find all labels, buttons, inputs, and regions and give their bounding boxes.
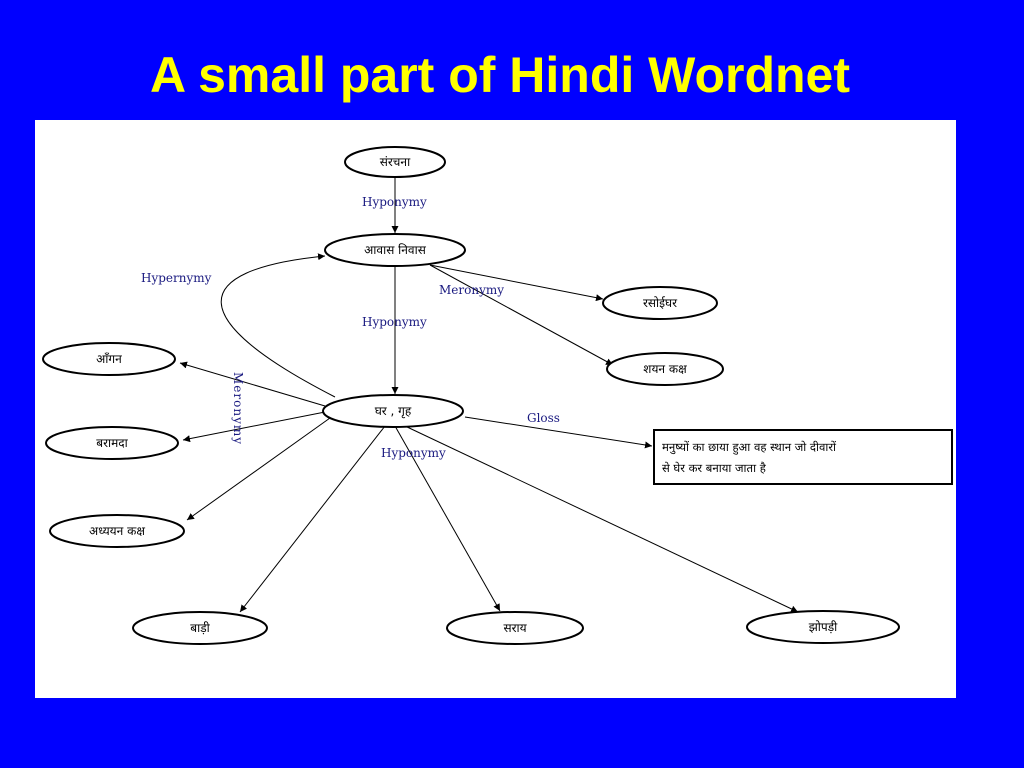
node-sarai: सराय — [446, 611, 584, 645]
node-rachna-label: संरचना — [380, 155, 411, 169]
node-rasoighar-label: रसोईघर — [643, 296, 678, 310]
node-shayan-label: शयन कक्ष — [643, 362, 687, 376]
slide-title: A small part of Hindi Wordnet — [149, 47, 851, 103]
gloss-line-2: से घेर कर बनाया जाता है — [662, 461, 767, 475]
wordnet-figure: Hyponymy Hyponymy Hypernymy Meronymy Mer… — [35, 120, 956, 698]
edge-ghar-jhopdi — [404, 425, 799, 613]
node-baramda: बरामदा — [45, 426, 179, 460]
node-jhopdi: झोपड़ी — [746, 610, 900, 644]
node-adhyayan: अध्ययन कक्ष — [49, 514, 185, 548]
node-awas-label: आवास निवास — [364, 243, 427, 257]
edge-ghar-baadi — [239, 425, 386, 613]
label-hypernymy: Hypernymy — [141, 271, 212, 285]
node-jhopdi-label: झोपड़ी — [809, 620, 838, 634]
node-ghar-label: घर , गृह — [375, 404, 412, 419]
node-awas: आवास निवास — [324, 233, 466, 267]
label-gloss: Gloss — [527, 411, 560, 425]
node-baadi: बाड़ी — [132, 611, 268, 645]
edge-ghar-sarai — [394, 425, 501, 612]
node-aangan-label: आँगन — [96, 352, 122, 366]
node-baramda-label: बरामदा — [96, 436, 128, 450]
node-ghar: घर , गृह — [322, 394, 464, 428]
node-adhyayan-label: अध्ययन कक्ष — [89, 524, 145, 538]
label-meronymy-left: Meronymy — [231, 372, 245, 445]
gloss-box: मनुष्यों का छाया हुआ वह स्थान जो दीवारों… — [653, 429, 953, 485]
node-rasoighar: रसोईघर — [602, 286, 718, 320]
node-baadi-label: बाड़ी — [190, 621, 210, 635]
node-aangan: आँगन — [42, 342, 176, 376]
edge-ghar-adhyayan — [186, 417, 331, 521]
edge-ghar-baramda — [182, 411, 326, 443]
label-hyponymy-bottom: Hyponymy — [381, 446, 446, 460]
edge-awas-shayan — [429, 264, 614, 366]
wordnet-diagram: Hyponymy Hyponymy Hypernymy Meronymy Mer… — [42, 146, 953, 645]
node-rachna: संरचना — [344, 146, 446, 178]
gloss-line-1: मनुष्यों का छाया हुआ वह स्थान जो दीवारों — [662, 440, 837, 455]
edge-ghar-gloss — [464, 416, 653, 449]
node-shayan: शयन कक्ष — [606, 352, 724, 386]
node-sarai-label: सराय — [503, 621, 527, 635]
edge-awas-rasoighar — [429, 264, 604, 302]
edge-ghar-awas-hypernymy — [220, 253, 336, 398]
label-hyponymy-top: Hyponymy — [362, 195, 427, 209]
edge-ghar-aangan — [179, 361, 326, 407]
label-hyponymy-mid: Hyponymy — [362, 315, 427, 329]
label-meronymy-right: Meronymy — [439, 283, 504, 297]
